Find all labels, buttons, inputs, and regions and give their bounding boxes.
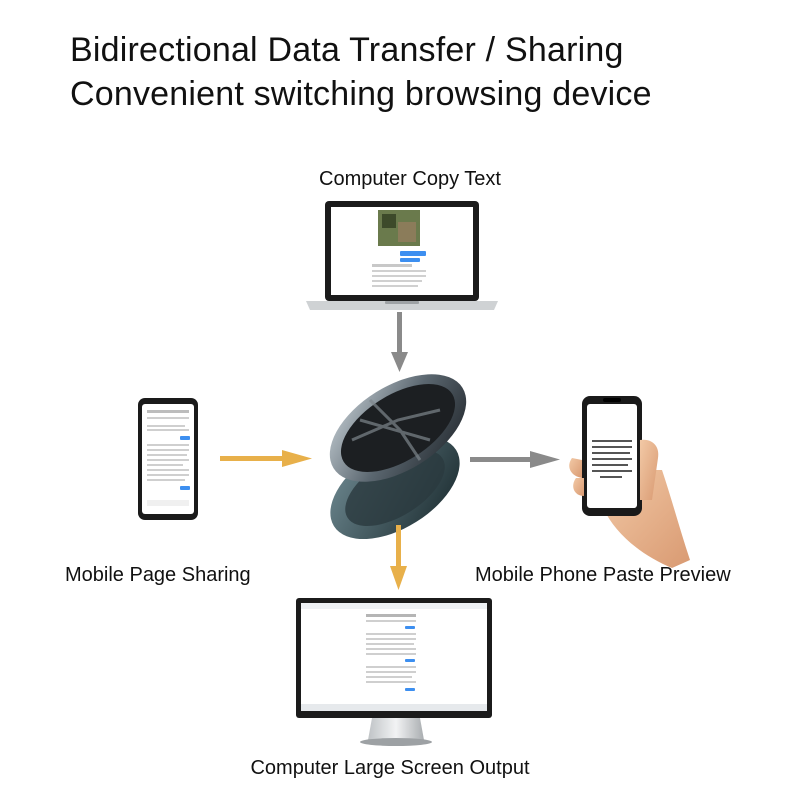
arrow-left-to-center [220,450,312,467]
monitor-icon [296,598,492,746]
label-mobile-page-sharing: Mobile Page Sharing [65,564,251,586]
smartphone-icon [138,398,198,520]
wireless-hub-icon [329,374,467,540]
title-line-1: Bidirectional Data Transfer / Sharing [70,31,624,69]
arrow-center-to-bottom [390,525,407,590]
title-line-2: Convenient switching browsing device [70,75,652,113]
hand-phone-icon [569,396,690,568]
arrow-top-to-center [391,312,408,372]
arrow-center-to-right [470,451,560,468]
label-mobile-phone-paste-preview: Mobile Phone Paste Preview [475,564,731,586]
label-computer-large-screen-output: Computer Large Screen Output [250,757,530,779]
laptop-icon [306,201,498,310]
label-computer-copy-text: Computer Copy Text [319,168,501,190]
page-title: Bidirectional Data Transfer / Sharing Co… [70,28,790,116]
